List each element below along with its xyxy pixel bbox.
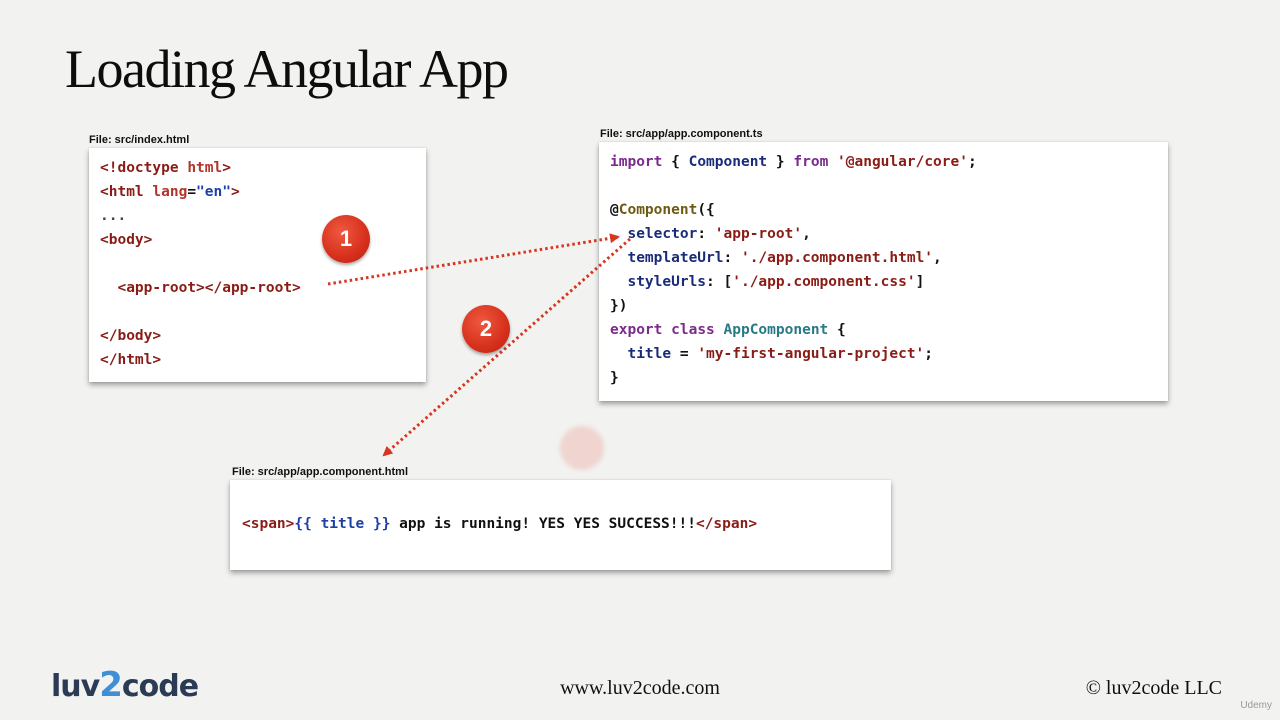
- code-token: './app.component.html': [740, 250, 934, 266]
- step-two-badge: 2: [462, 305, 510, 353]
- code-token: ,: [802, 226, 811, 242]
- component-html-file-label: File: src/app/app.component.html: [232, 466, 409, 478]
- step-one-badge: 1: [322, 215, 370, 263]
- index-html-code-line: <body>: [100, 228, 152, 252]
- code-token: app is running! YES YES SUCCESS!!!: [390, 516, 696, 532]
- code-token: styleUrls: [610, 274, 707, 290]
- code-token: ({: [697, 202, 715, 218]
- arrow-one: [327, 233, 620, 286]
- code-token: ;: [967, 154, 977, 170]
- code-token: : [: [706, 274, 733, 290]
- index-html-file-label: File: src/index.html: [89, 134, 190, 146]
- udemy-watermark: Udemy: [1240, 700, 1272, 711]
- code-token: '@angular/core': [837, 154, 968, 170]
- code-token: from: [793, 154, 829, 170]
- index-html-code-line: </html>: [100, 348, 161, 372]
- code-token: =: [671, 346, 698, 362]
- code-token: "en": [196, 184, 231, 200]
- code-token: :: [723, 250, 741, 266]
- code-token: class: [671, 322, 715, 338]
- code-token: <body>: [100, 232, 153, 248]
- code-token: <span>: [242, 516, 295, 532]
- component-ts-code-line: templateUrl: './app.component.html',: [610, 246, 942, 270]
- component-ts-code-line: @Component({: [610, 198, 715, 222]
- code-token: @: [610, 202, 619, 218]
- code-token: >: [222, 160, 231, 176]
- index-html-code-line: ...: [100, 204, 126, 228]
- component-ts-file-label: File: src/app/app.component.ts: [600, 128, 763, 140]
- code-token: Component: [688, 154, 768, 170]
- code-token: }: [767, 154, 794, 170]
- code-token: ...: [100, 208, 127, 224]
- code-token: 'app-root': [714, 226, 803, 242]
- component-ts-code-line: selector: 'app-root',: [610, 222, 811, 246]
- code-token: templateUrl: [610, 250, 724, 266]
- code-token: }: [610, 370, 619, 386]
- code-token: <html: [100, 184, 153, 200]
- index-html-code-line: <app-root></app-root>: [100, 276, 301, 300]
- component-ts-code-line: title = 'my-first-angular-project';: [610, 342, 933, 366]
- code-token: </body>: [100, 328, 162, 344]
- luv2code-logo: luv2code: [51, 665, 199, 705]
- code-token: >: [230, 184, 240, 200]
- code-token: </span>: [695, 516, 758, 532]
- code-token: {{ title }}: [294, 516, 391, 532]
- code-token: lang: [152, 184, 188, 200]
- component-ts-code-line: export class AppComponent {: [610, 318, 846, 342]
- component-ts-code-line: }: [610, 366, 619, 390]
- arrow-two: [382, 237, 631, 457]
- footer-copyright: © luv2code LLC: [1085, 677, 1222, 699]
- logo-text-left: luv: [51, 669, 100, 704]
- code-token: <app-root></app-root>: [100, 280, 301, 296]
- index-html-code-line: </body>: [100, 324, 161, 348]
- code-token: selector: [610, 226, 698, 242]
- component-ts-code-box: import { Component } from '@angular/core…: [599, 142, 1168, 401]
- component-html-code-box: <span>{{ title }} app is running! YES YE…: [230, 480, 891, 570]
- code-token: AppComponent: [723, 322, 829, 338]
- code-token: =: [187, 184, 197, 200]
- code-token: </html>: [100, 352, 162, 368]
- footer-url: www.luv2code.com: [560, 677, 720, 699]
- component-ts-code-line: }): [610, 294, 627, 318]
- code-token: ]: [915, 274, 925, 290]
- index-html-code-box: <!doctype html><html lang="en">...<body>…: [89, 148, 426, 382]
- slide-title: Loading Angular App: [65, 39, 509, 99]
- code-token: './app.component.css': [732, 274, 916, 290]
- code-token: :: [697, 226, 715, 242]
- index-html-code-line: <!doctype html>: [100, 156, 231, 180]
- code-token: }): [610, 298, 628, 314]
- index-html-code-line: <html lang="en">: [100, 180, 240, 204]
- component-ts-code-line: styleUrls: ['./app.component.css']: [610, 270, 924, 294]
- code-token: ,: [933, 250, 942, 266]
- faded-badge: [560, 426, 604, 470]
- component-html-code-line: <span>{{ title }} app is running! YES YE…: [242, 512, 757, 536]
- code-token: export: [610, 322, 663, 338]
- code-token: <!doctype: [100, 160, 188, 176]
- code-token: title: [610, 346, 672, 362]
- code-token: 'my-first-angular-project': [697, 346, 925, 362]
- logo-two: 2: [99, 665, 123, 705]
- logo-text-right: code: [121, 669, 199, 704]
- code-token: ;: [924, 346, 934, 362]
- code-token: {: [828, 322, 846, 338]
- component-ts-code-line: import { Component } from '@angular/core…: [610, 150, 977, 174]
- code-token: html: [187, 160, 223, 176]
- code-token: import: [610, 154, 663, 170]
- code-token: Component: [618, 202, 698, 218]
- code-token: {: [662, 154, 689, 170]
